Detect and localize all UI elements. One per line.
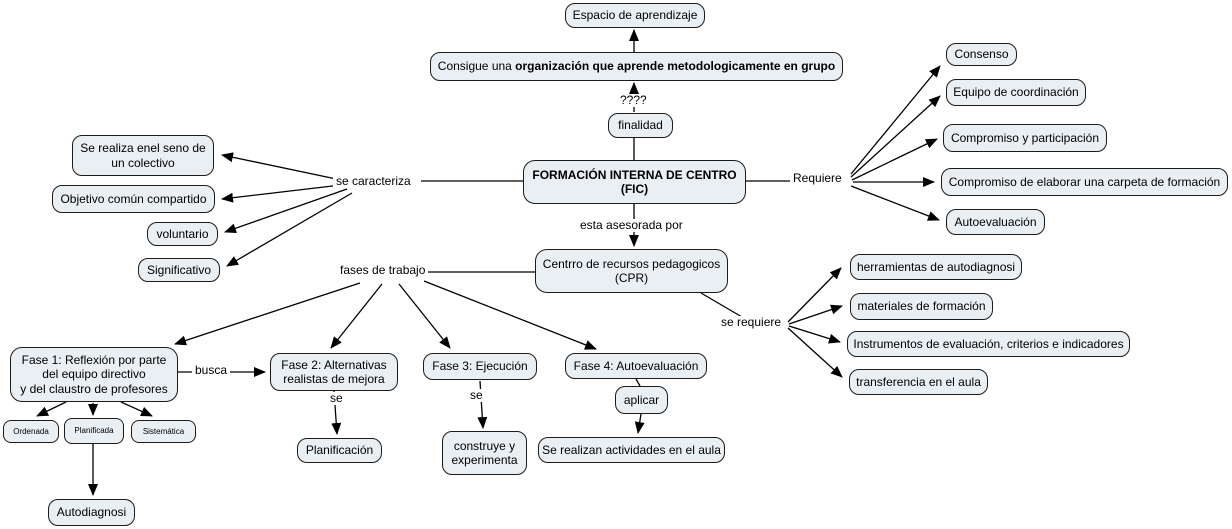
node-equipo-coordinacion: Equipo de coordinación xyxy=(946,79,1086,106)
node-planificada: Planificada xyxy=(64,418,124,444)
consigue-text-regular: Consigue una xyxy=(437,59,516,74)
link-label-busca: busca xyxy=(192,363,231,378)
node-se-realizan-actividades: Se realizan actividades en el aula xyxy=(538,437,725,463)
node-objetivo-comun: Objetivo común compartido xyxy=(52,185,215,213)
link-label-question-marks: ???? xyxy=(617,93,650,108)
node-ordenada: Ordenada xyxy=(3,420,59,443)
node-consigue-organizacion: Consigue una organización que aprende me… xyxy=(430,52,843,81)
link-label-requiere: Requiere xyxy=(790,171,845,186)
node-aplicar: aplicar xyxy=(615,386,668,414)
link-label-se-caracteriza: se caracteriza xyxy=(333,174,414,189)
node-instrumentos-evaluacion: Instrumentos de evaluación, criterios e … xyxy=(847,331,1130,357)
node-sistematica: Sistemática xyxy=(131,420,196,443)
node-compromiso-carpeta: Compromiso de elaborar una carpeta de fo… xyxy=(941,168,1228,196)
node-voluntario: voluntario xyxy=(147,222,218,246)
link-label-se-fase3: se xyxy=(467,388,486,403)
node-fase1: Fase 1: Reflexión por parte del equipo d… xyxy=(10,347,178,402)
node-se-realiza-colectivo: Se realiza enel seno de un colectivo xyxy=(72,135,214,176)
link-label-se-fase2: se xyxy=(327,391,346,406)
node-fase3: Fase 3: Ejecución xyxy=(423,353,537,380)
link-label-fases-de-trabajo: fases de trabajo xyxy=(337,263,429,278)
node-fic-title: FORMACIÓN INTERNA DE CENTRO (FIC) xyxy=(523,160,746,204)
node-construye-experimenta: construye y experimenta xyxy=(442,431,527,475)
node-compromiso-participacion: Compromiso y participación xyxy=(943,124,1107,152)
node-fase2: Fase 2: Alternativas realistas de mejora xyxy=(270,353,398,391)
node-herramientas-autodiagnosi: herramientas de autodiagnosi xyxy=(850,254,1022,280)
consigue-text-bold: organización que aprende metodologicamen… xyxy=(515,59,836,74)
node-espacio-de-aprendizaje: Espacio de aprendizaje xyxy=(565,3,705,28)
link-label-se-requiere: se requiere xyxy=(718,315,785,330)
node-planificacion: Planificación xyxy=(297,438,382,463)
node-fase4: Fase 4: Autoevaluación xyxy=(565,353,707,379)
node-materiales-formacion: materiales de formación xyxy=(850,293,993,320)
node-cpr: Centrro de recursos pedagogicos (CPR) xyxy=(535,249,728,293)
node-significativo: Significativo xyxy=(138,258,220,282)
node-transferencia-aula: transferencia en el aula xyxy=(849,369,988,395)
node-consenso: Consenso xyxy=(946,43,1017,66)
node-finalidad: finalidad xyxy=(608,113,673,138)
node-autoevaluacion: Autoevaluación xyxy=(946,209,1045,235)
node-autodiagnosi: Autodiagnosi xyxy=(48,499,135,526)
link-label-esta-asesorada-por: esta asesorada por xyxy=(577,218,686,233)
